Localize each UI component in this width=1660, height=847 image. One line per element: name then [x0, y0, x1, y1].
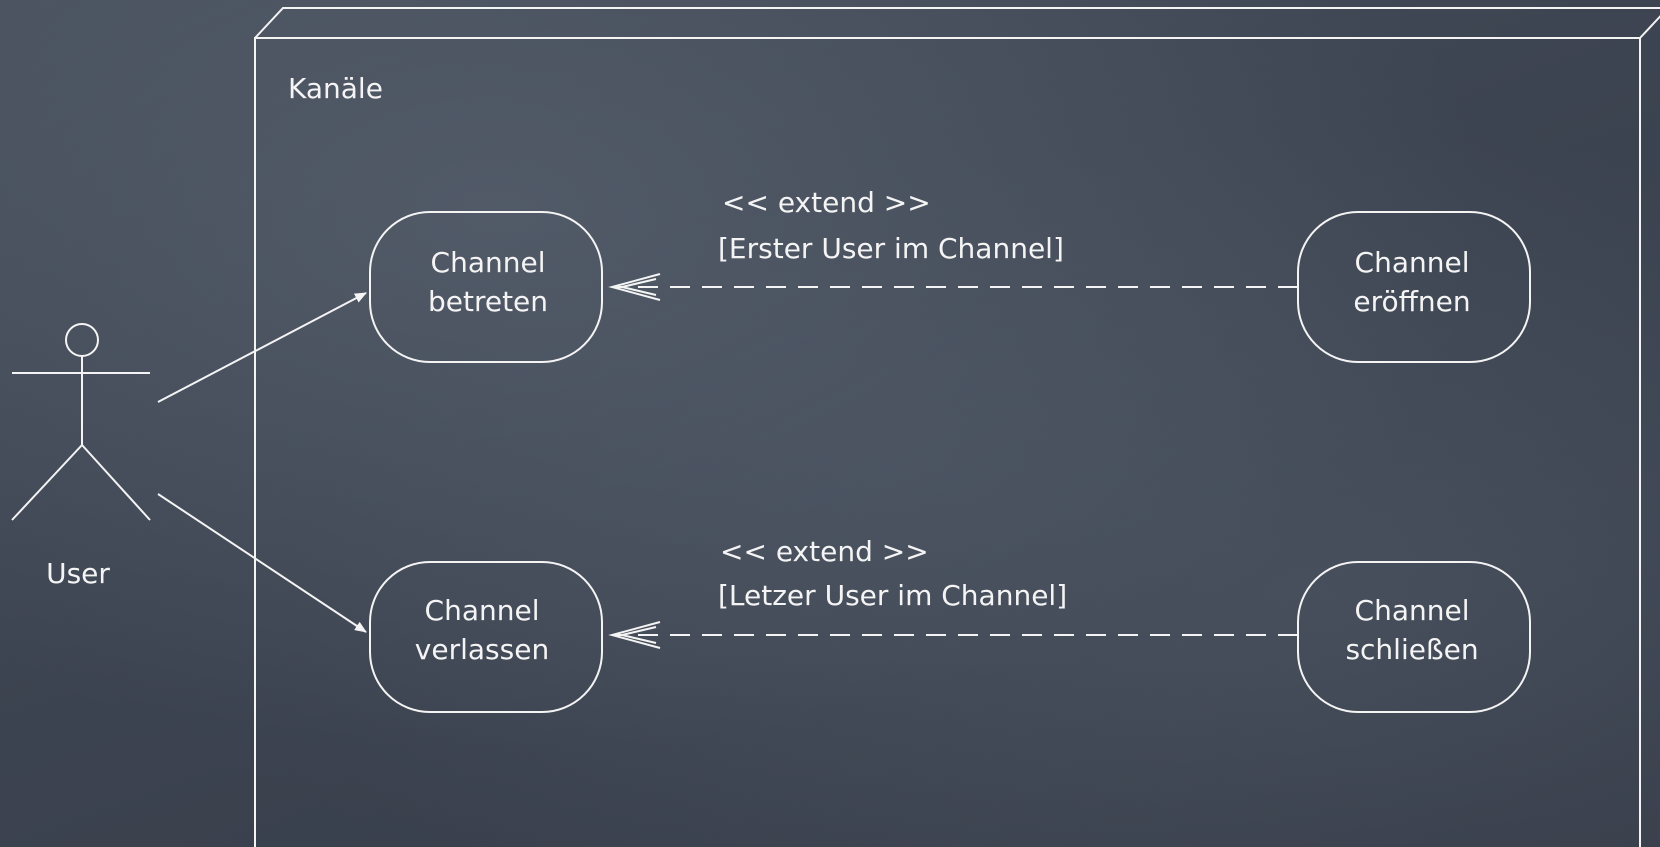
- use-case-shape: [369, 561, 603, 713]
- use-case-label-line2: betreten: [428, 285, 548, 318]
- system-boundary: Kanäle: [254, 7, 1660, 847]
- use-case-label-line2: eröffnen: [1353, 285, 1470, 318]
- association-user-betreten: [157, 292, 367, 403]
- actor-label: User: [46, 557, 110, 590]
- use-case-channel-eroeffnen: Channel eröffnen: [1297, 211, 1531, 363]
- use-case-label-line2: verlassen: [415, 633, 549, 666]
- extend-condition: [Erster User im Channel]: [718, 232, 1064, 265]
- extend-open-arrowhead-inner: [621, 278, 657, 296]
- extend-open-arrowhead: [608, 621, 661, 649]
- actor-right-leg: [81, 444, 151, 521]
- system-boundary-top-edge: [254, 7, 1660, 39]
- use-case-label-line2: schließen: [1345, 633, 1478, 666]
- use-case-channel-verlassen: Channel verlassen: [369, 561, 603, 713]
- extend-stereotype: << extend >>: [720, 535, 929, 568]
- use-case-shape: [369, 211, 603, 363]
- association-user-verlassen: [157, 493, 367, 633]
- actor-left-leg: [11, 444, 83, 521]
- extend-relation-top: << extend >> [Erster User im Channel]: [608, 186, 1298, 301]
- actor-head: [65, 323, 99, 357]
- use-case-label-line1: Channel: [431, 246, 546, 279]
- use-case-label-line1: Channel: [1355, 246, 1470, 279]
- use-case-channel-schliessen: Channel schließen: [1297, 561, 1531, 713]
- use-case-label-line1: Channel: [1355, 594, 1470, 627]
- use-case-label-line1: Channel: [425, 594, 540, 627]
- extend-stereotype: << extend >>: [722, 186, 931, 219]
- system-boundary-corner-edge: [1639, 15, 1660, 39]
- extend-relation-bottom: << extend >> [Letzer User im Channel]: [608, 535, 1298, 649]
- system-name: Kanäle: [288, 72, 383, 105]
- extend-condition: [Letzer User im Channel]: [718, 579, 1067, 612]
- use-case-shape: [1297, 561, 1531, 713]
- system-boundary-front: [254, 37, 1641, 847]
- actor-user: User: [11, 323, 151, 590]
- use-case-channel-betreten: Channel betreten: [369, 211, 603, 363]
- extend-open-arrowhead: [608, 273, 661, 301]
- extend-open-arrowhead-inner: [621, 626, 657, 644]
